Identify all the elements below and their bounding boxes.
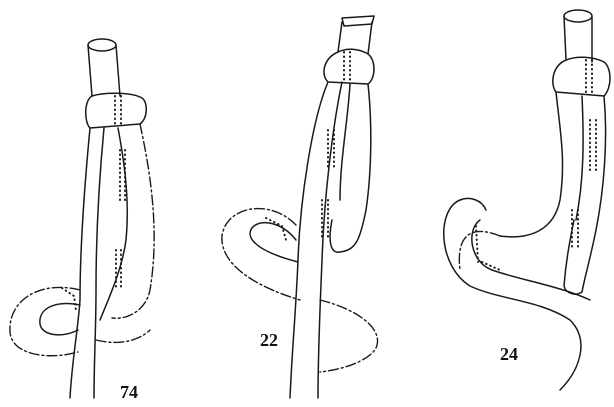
figure-22: 22 xyxy=(222,16,378,398)
figure-label-74: 74 xyxy=(120,382,138,402)
fig24-ring-junction xyxy=(553,57,610,96)
fig24-top-cylinder xyxy=(564,10,592,62)
figure-24: 24 xyxy=(444,10,610,390)
fig22-ring-junction xyxy=(324,49,374,84)
fig74-main-tube xyxy=(70,124,154,398)
fig24-main-tube xyxy=(500,92,606,294)
figure-label-22: 22 xyxy=(260,330,278,350)
fig74-ring-junction xyxy=(86,93,147,128)
fig22-main-tube xyxy=(290,82,371,398)
figure-74: 74 xyxy=(10,39,154,402)
figure-label-24: 24 xyxy=(500,344,518,364)
fig74-top-cylinder xyxy=(88,39,120,96)
fig22-top-cylinder xyxy=(338,16,374,54)
